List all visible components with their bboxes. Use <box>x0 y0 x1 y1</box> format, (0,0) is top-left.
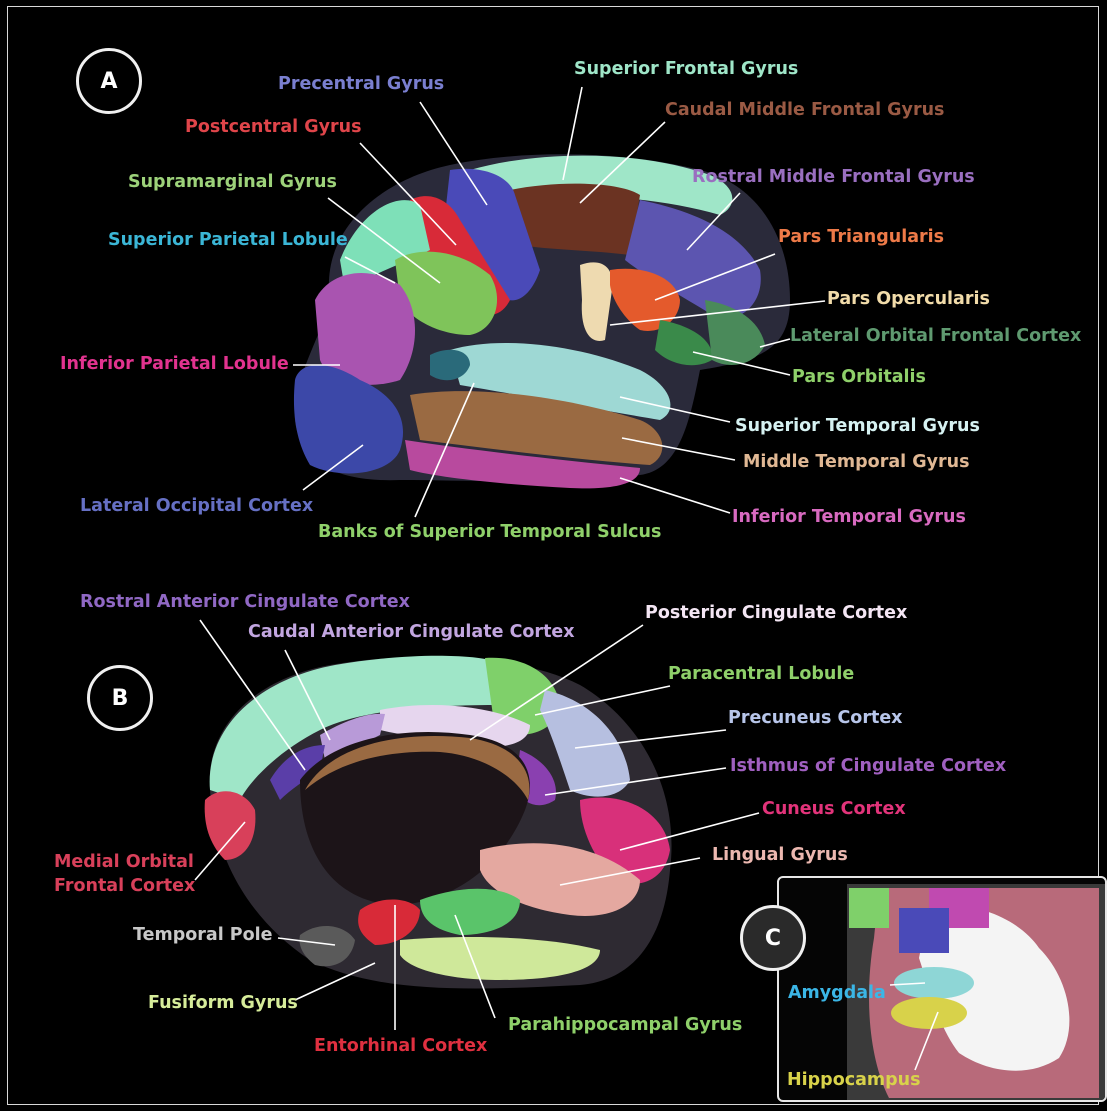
label-parahippocampal-gyrus: Parahippocampal Gyrus <box>508 1015 742 1035</box>
label-pars-triangularis: Pars Triangularis <box>778 227 944 247</box>
label-superior-parietal-lobule: Superior Parietal Lobule <box>108 230 348 250</box>
label-inferior-temporal-gyrus: Inferior Temporal Gyrus <box>732 507 966 527</box>
label-fusiform-gyrus: Fusiform Gyrus <box>148 993 298 1013</box>
label-entorhinal-cortex: Entorhinal Cortex <box>314 1036 487 1056</box>
label-lateral-occipital-cortex: Lateral Occipital Cortex <box>80 496 313 516</box>
label-temporal-pole: Temporal Pole <box>133 925 273 945</box>
label-rostral-anterior-cingulate-cortex: Rostral Anterior Cingulate Cortex <box>80 592 410 612</box>
label-rostral-middle-frontal-gyrus: Rostral Middle Frontal Gyrus <box>692 167 975 187</box>
label-precuneus-cortex: Precuneus Cortex <box>728 708 902 728</box>
label-supramarginal-gyrus: Supramarginal Gyrus <box>128 172 337 192</box>
label-hippocampus: Hippocampus <box>787 1070 921 1090</box>
label-medial-orbital-frontal-line1: Medial Orbital <box>54 852 194 872</box>
label-superior-temporal-gyrus: Superior Temporal Gyrus <box>735 416 980 436</box>
panel-c-badge: C <box>740 905 806 971</box>
label-caudal-middle-frontal-gyrus: Caudal Middle Frontal Gyrus <box>665 100 944 120</box>
panel-b-badge: B <box>87 665 153 731</box>
panel-a-badge: A <box>76 48 142 114</box>
label-superior-frontal-gyrus: Superior Frontal Gyrus <box>574 59 798 79</box>
label-inferior-parietal-lobule: Inferior Parietal Lobule <box>60 354 289 374</box>
label-pars-orbitalis: Pars Orbitalis <box>792 367 926 387</box>
label-lateral-orbital-frontal-cortex: Lateral Orbital Frontal Cortex <box>790 326 1081 346</box>
label-postcentral-gyrus: Postcentral Gyrus <box>185 117 362 137</box>
label-caudal-anterior-cingulate-cortex: Caudal Anterior Cingulate Cortex <box>248 622 575 642</box>
label-middle-temporal-gyrus: Middle Temporal Gyrus <box>743 452 970 472</box>
label-lingual-gyrus: Lingual Gyrus <box>712 845 848 865</box>
label-amygdala: Amygdala <box>788 983 886 1003</box>
label-isthmus-cingulate-cortex: Isthmus of Cingulate Cortex <box>730 756 1006 776</box>
label-banks-superior-temporal-sulcus: Banks of Superior Temporal Sulcus <box>318 522 661 542</box>
label-cuneus-cortex: Cuneus Cortex <box>762 799 906 819</box>
label-pars-opercularis: Pars Opercularis <box>827 289 990 309</box>
label-paracentral-lobule: Paracentral Lobule <box>668 664 854 684</box>
label-precentral-gyrus: Precentral Gyrus <box>278 74 444 94</box>
label-medial-orbital-frontal-line2: Frontal Cortex <box>54 876 195 896</box>
label-posterior-cingulate-cortex: Posterior Cingulate Cortex <box>645 603 907 623</box>
